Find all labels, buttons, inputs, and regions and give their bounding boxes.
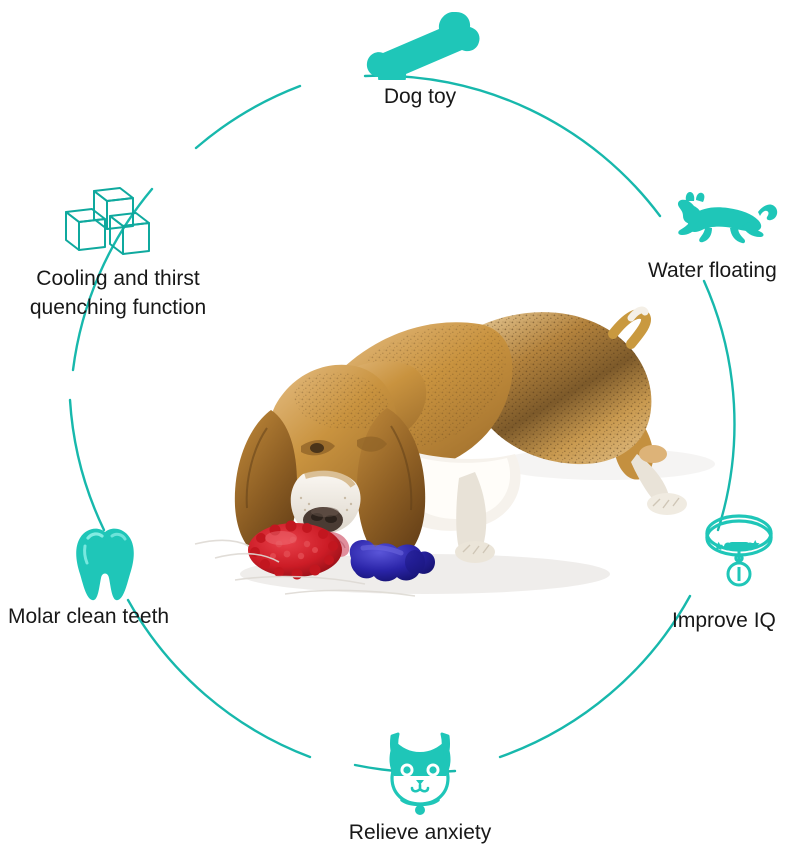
feature-cooling-thirst[interactable] [0,186,252,326]
bone-icon [360,8,480,91]
feature-label-molar-clean-teeth: Molar clean teeth [8,605,170,628]
dog-face-icon [378,726,462,821]
feature-dog-toy[interactable] [300,8,540,128]
feature-label-dog-toy: Dog toy [383,85,457,108]
photo-illustration [194,306,715,597]
dog-collar-icon [694,512,784,607]
blue-bone-toy [349,540,435,582]
feature-label-water-floating: Water floating [648,259,777,282]
ice-cubes-icon [58,186,166,265]
beagle-dog-with-chew-toys-photo [175,258,715,618]
feature-improve-iq[interactable] [660,512,809,642]
running-dog-icon [672,190,780,263]
ring-arc-left [68,398,106,532]
feature-water-floating[interactable] [630,190,809,300]
feature-label-cooling-thirst: Cooling and thirst quenching function [29,267,207,319]
feature-label-improve-iq: Improve IQ [672,609,776,632]
feature-relieve-anxiety[interactable] [320,726,520,856]
ring-arc-top-left [194,84,302,150]
feature-molar-clean-teeth[interactable] [0,522,230,642]
tooth-icon [66,522,144,611]
feature-label-relieve-anxiety: Relieve anxiety [348,821,492,844]
